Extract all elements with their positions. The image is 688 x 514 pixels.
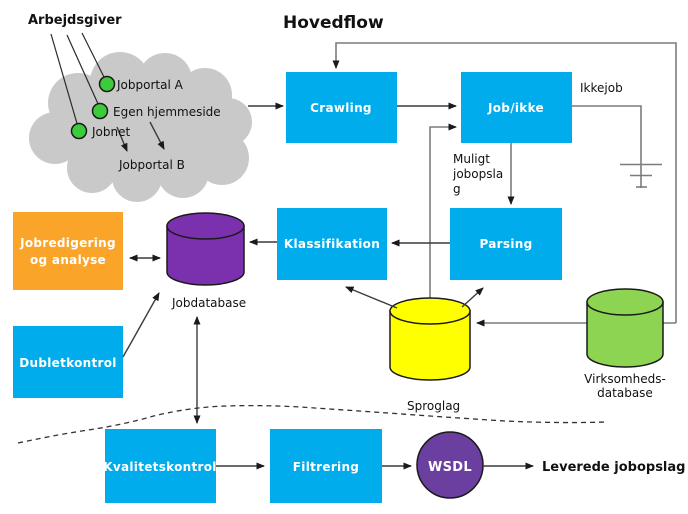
muligt-label-line1: Muligt (453, 152, 490, 166)
feedback-arrow-to-crawling (332, 42, 677, 323)
ikkejob-label: Ikkejob (580, 81, 623, 95)
crawling-box (286, 72, 397, 143)
virksomhedsdatabase-cylinder (586, 288, 664, 368)
page-title: Hovedflow (283, 13, 384, 33)
muligt-label-line3: g (453, 182, 461, 196)
leverede-jobopslag-label: Leverede jobopslag (542, 460, 685, 475)
ground-icon (620, 163, 662, 188)
filtrering-label: Filtrering (293, 460, 359, 474)
wsdl-circle (416, 431, 484, 499)
arrow-to-portal-b (149, 121, 165, 150)
label-jobportal-b: Jobportal B (118, 158, 185, 172)
source-dot-jobnet (70, 122, 88, 140)
virksomhedsdatabase-label-line1: Virksomheds- (584, 372, 666, 386)
label-jobportal-a: Jobportal A (116, 78, 184, 92)
employer-line-portal-a (81, 32, 106, 80)
label-jobnet: Jobnet (91, 125, 130, 139)
employer-title: Arbejdsgiver (28, 13, 122, 28)
jobdatabase-cylinder (166, 212, 245, 286)
arrow-sproglag-to-klassifikation (345, 286, 398, 309)
jobredigering-label-line1: Jobredigering (19, 236, 116, 250)
jobdatabase-label: Jobdatabase (171, 296, 246, 310)
arrow-sproglag-to-parsing (461, 287, 484, 308)
employer-line-jobnet (50, 33, 79, 128)
arrow-sproglag-to-jobikke (429, 123, 457, 303)
kvalitetskontrol-label: Kvalitetskontrol (103, 460, 216, 474)
sproglag-label: Sproglag (407, 399, 460, 413)
parsing-label: Parsing (480, 237, 533, 251)
sproglag-cylinder (389, 297, 471, 381)
jobredigering-label-line2: og analyse (30, 253, 106, 267)
klassifikation-label: Klassifikation (284, 237, 380, 251)
dubletkontrol-label: Dubletkontrol (19, 356, 116, 370)
virksomhedsdatabase-label-line2: database (597, 386, 653, 400)
jobikke-box (461, 72, 572, 143)
dubletkontrol-box (13, 326, 123, 398)
klassifikation-box (277, 208, 387, 280)
wsdl-label: WSDL (428, 460, 472, 475)
line-jobikke-to-ground (572, 105, 642, 188)
filtrering-box (270, 429, 382, 503)
crawling-label: Crawling (310, 101, 372, 115)
muligt-label-line2: jobopsla (452, 167, 503, 181)
label-egen-hjemmeside: Egen hjemmeside (113, 105, 221, 119)
arrow-dubletkontrol-to-jobdatabase (122, 292, 160, 358)
employer-line-ownsite (66, 34, 100, 107)
jobredigering-box (13, 212, 123, 290)
kvalitetskontrol-box (105, 429, 216, 503)
jobikke-label: Job/ikke (487, 101, 544, 115)
source-dot-portal-a (98, 75, 116, 93)
parsing-box (450, 208, 562, 280)
source-dot-ownsite (91, 102, 109, 120)
arrow-ownsite-to-portal-b (116, 126, 128, 152)
internet-cloud (29, 52, 252, 202)
dashed-separator (17, 404, 607, 444)
